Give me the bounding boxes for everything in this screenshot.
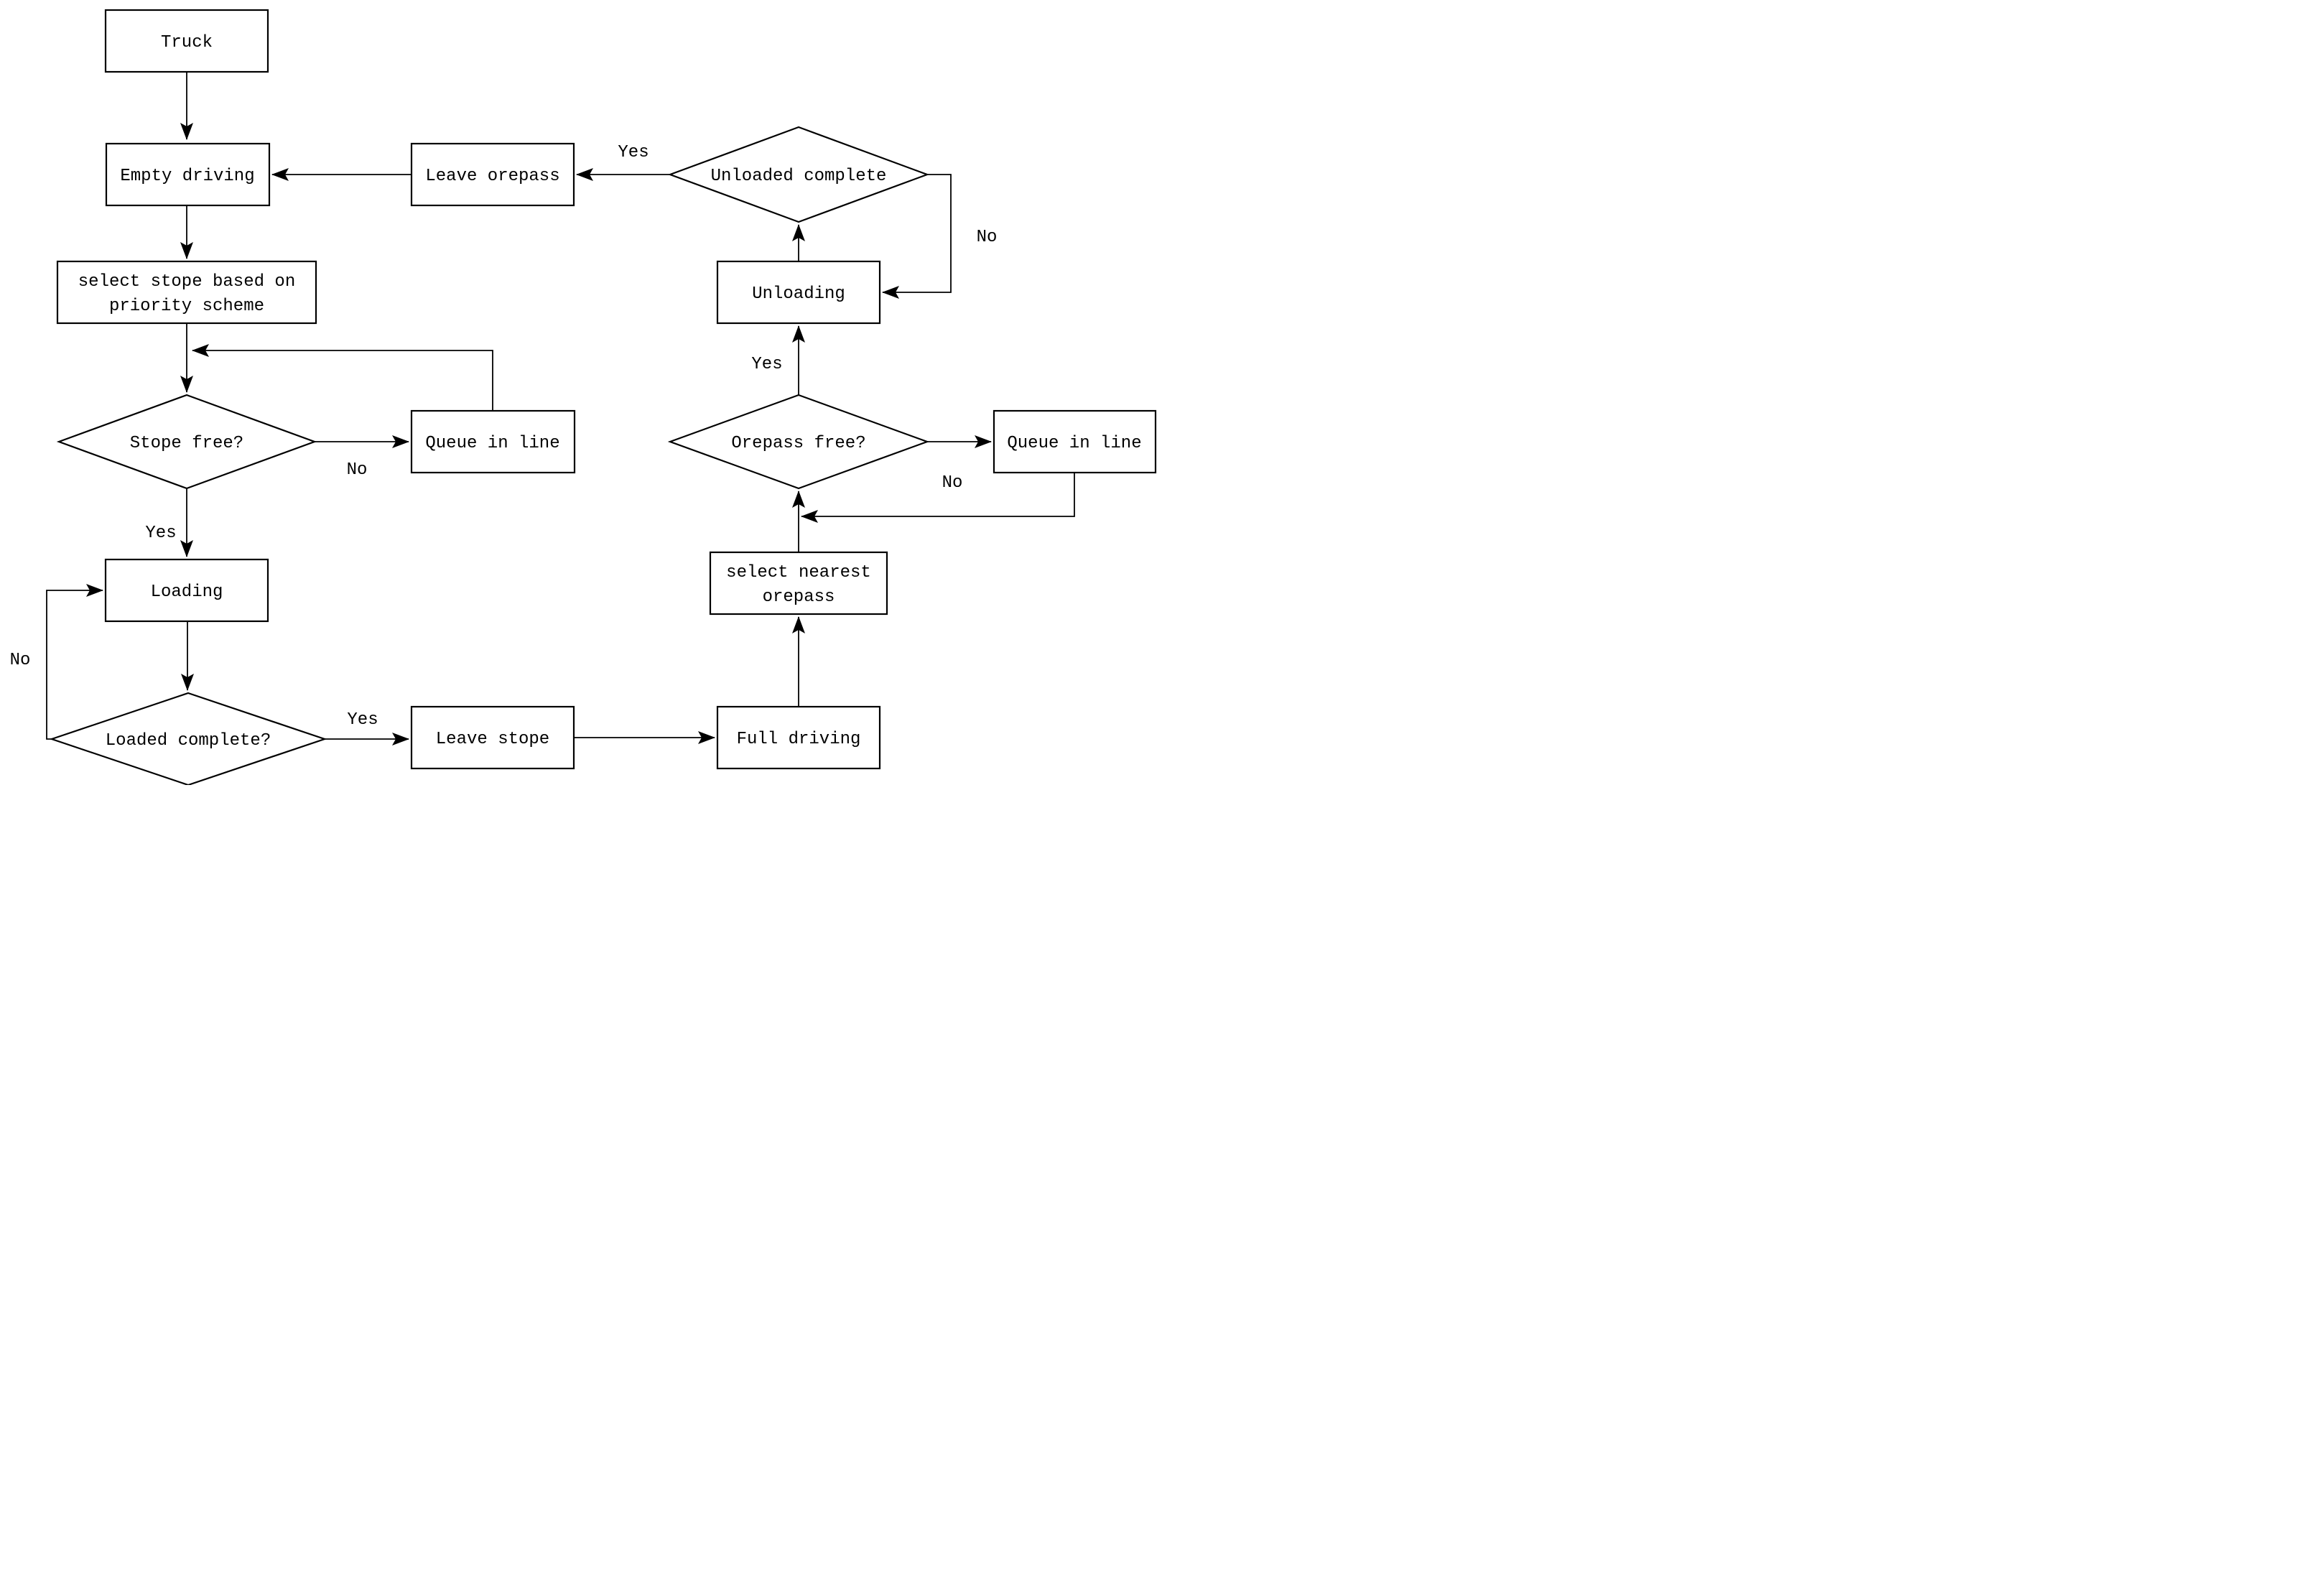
- branch-label-stope-free-no: No: [347, 460, 368, 480]
- orepass-free-label: Orepass free?: [731, 434, 865, 453]
- branch-label-unloaded-complete-yes: Yes: [618, 143, 649, 162]
- queue-in-line-stope-label: Queue in line: [425, 434, 559, 453]
- loaded-complete-diamond: [49, 692, 327, 785]
- orepass-free-diamond: [667, 394, 930, 490]
- node-truck: Truck: [104, 9, 269, 73]
- branch-label-loaded-complete-no: No: [10, 651, 31, 670]
- truck-box: [104, 9, 269, 73]
- full-driving-label: Full driving: [737, 730, 861, 749]
- full-driving-box: [716, 705, 881, 770]
- branch-label-orepass-free-yes: Yes: [751, 355, 782, 374]
- edge-queue-orepass-loopback: [801, 473, 1075, 523]
- leave-orepass-label: Leave orepass: [425, 167, 559, 186]
- unloaded-complete-diamond: [667, 126, 930, 223]
- leave-orepass-box: [410, 142, 575, 207]
- edge-loaded-complete-no-loopback: [46, 584, 103, 740]
- select-stope-label-line1: select stope based on: [78, 272, 295, 292]
- node-leave-stope: Leave stope: [410, 705, 575, 770]
- unloaded-complete-label: Unloaded complete: [711, 167, 887, 186]
- queue-in-line-orepass-label: Queue in line: [1007, 434, 1141, 453]
- branch-label-stope-free-yes: Yes: [145, 524, 176, 543]
- node-unloading: Unloading: [716, 260, 881, 325]
- select-nearest-orepass-box: [709, 551, 888, 616]
- truck-label: Truck: [161, 33, 213, 52]
- node-select-stope: select stope based on priority scheme: [56, 260, 317, 325]
- leave-stope-label: Leave stope: [436, 730, 549, 749]
- loading-label: Loading: [151, 582, 223, 602]
- unloading-box: [716, 260, 881, 325]
- node-orepass-free: Orepass free?: [667, 394, 930, 490]
- edge-queue-stope-loopback: [192, 344, 493, 411]
- flowchart-canvas: Truck Empty driving select stope based o…: [0, 0, 1162, 785]
- branch-label-unloaded-complete-no: No: [977, 228, 998, 247]
- node-queue-in-line-orepass: Queue in line: [993, 409, 1157, 474]
- select-stope-label-line2: priority scheme: [109, 297, 264, 316]
- loading-box: [104, 558, 269, 623]
- queue-in-line-stope-box: [410, 409, 576, 474]
- node-stope-free: Stope free?: [56, 394, 317, 490]
- select-nearest-orepass-label-line1: select nearest: [726, 563, 871, 582]
- node-queue-in-line-stope: Queue in line: [410, 409, 576, 474]
- node-unloaded-complete: Unloaded complete: [667, 126, 930, 223]
- queue-in-line-orepass-box: [993, 409, 1157, 474]
- loaded-complete-label: Loaded complete?: [106, 731, 271, 751]
- select-nearest-orepass-label-line2: orepass: [763, 587, 835, 607]
- node-empty-driving: Empty driving: [105, 142, 271, 207]
- node-loading: Loading: [104, 558, 269, 623]
- stope-free-label: Stope free?: [130, 434, 243, 453]
- branch-label-orepass-free-no: No: [942, 473, 963, 493]
- edge-unloaded-complete-no-loopback: [882, 174, 952, 299]
- node-leave-orepass: Leave orepass: [410, 142, 575, 207]
- stope-free-diamond: [56, 394, 317, 490]
- node-loaded-complete: Loaded complete?: [49, 692, 327, 785]
- node-select-nearest-orepass: select nearest orepass: [709, 551, 888, 616]
- node-full-driving: Full driving: [716, 705, 881, 770]
- empty-driving-box: [105, 142, 271, 207]
- empty-driving-label: Empty driving: [120, 167, 254, 186]
- branch-label-loaded-complete-yes: Yes: [347, 710, 378, 730]
- truck-haulage-flowchart: Truck Empty driving select stope based o…: [10, 9, 1157, 785]
- unloading-label: Unloading: [752, 284, 845, 304]
- select-stope-box: [56, 260, 317, 325]
- leave-stope-box: [410, 705, 575, 770]
